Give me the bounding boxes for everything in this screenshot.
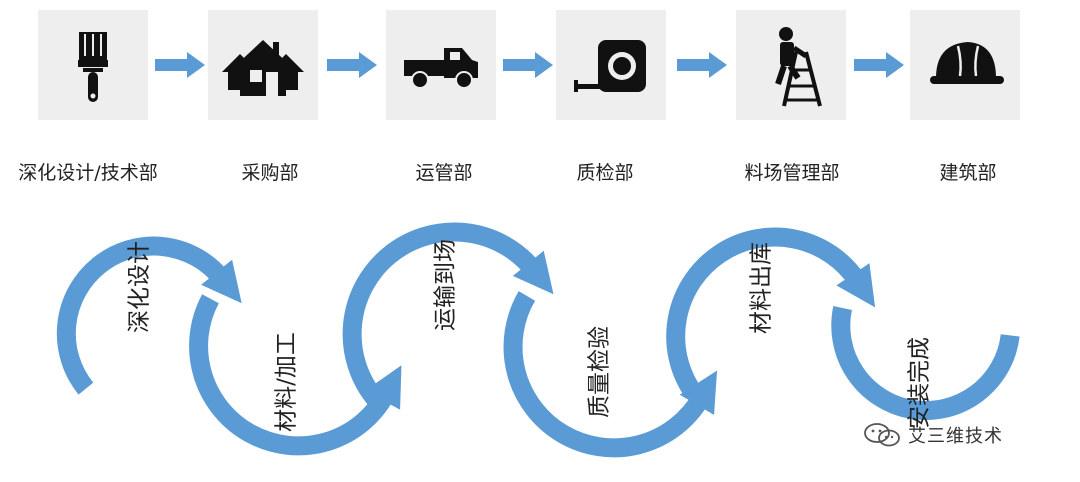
loop-arc-2 [189, 294, 402, 456]
wechat-icon [864, 423, 900, 447]
loop-arc-5 [666, 227, 876, 397]
step-label-design: 深化设计 [127, 241, 153, 333]
tile-construction [910, 10, 1020, 120]
tile-design [38, 10, 148, 120]
process-flow: 深化设计 材料/加工 运输到场 质量检验 材料出库 安装完成 [56, 222, 1020, 458]
paintbrush-icon [78, 32, 108, 102]
step-label-inspection: 质量检验 [587, 326, 613, 418]
dept-label-design: 深化设计/技术部 [18, 162, 158, 184]
dept-label-yard: 料场管理部 [744, 162, 840, 184]
arrow-right-icon [155, 52, 205, 78]
step-label-transport: 运输到场 [433, 239, 459, 331]
pickup-truck-icon [404, 48, 478, 89]
arrow-right-icon [677, 52, 727, 78]
step-label-install: 安装完成 [907, 337, 933, 429]
loop-arc-4 [503, 291, 718, 458]
tile-yard [736, 10, 846, 120]
tape-measure-icon [574, 40, 646, 92]
loop-arc-1 [56, 236, 242, 395]
dept-label-purchase: 采购部 [241, 162, 299, 184]
houses-icon [222, 40, 304, 96]
loop-arc-6 [831, 306, 1020, 420]
watermark: 艾三维技术 [862, 422, 1003, 448]
worker-ladder-icon [775, 27, 822, 107]
arrow-right-icon [503, 52, 553, 78]
tile-purchase [208, 10, 318, 120]
dept-label-transport: 运管部 [415, 162, 473, 184]
dept-label-construction: 建筑部 [939, 162, 997, 184]
arrow-right-icon [854, 52, 904, 78]
loop-arc-3 [342, 222, 554, 405]
tile-transport [386, 10, 496, 120]
step-label-release: 材料出库 [749, 242, 775, 334]
step-label-material: 材料/加工 [274, 332, 300, 432]
hard-hat-icon [930, 42, 1004, 84]
watermark-text: 艾三维技术 [908, 426, 1003, 447]
tile-quality [556, 10, 666, 120]
arrow-right-icon [327, 52, 377, 78]
dept-label-quality: 质检部 [576, 162, 634, 184]
